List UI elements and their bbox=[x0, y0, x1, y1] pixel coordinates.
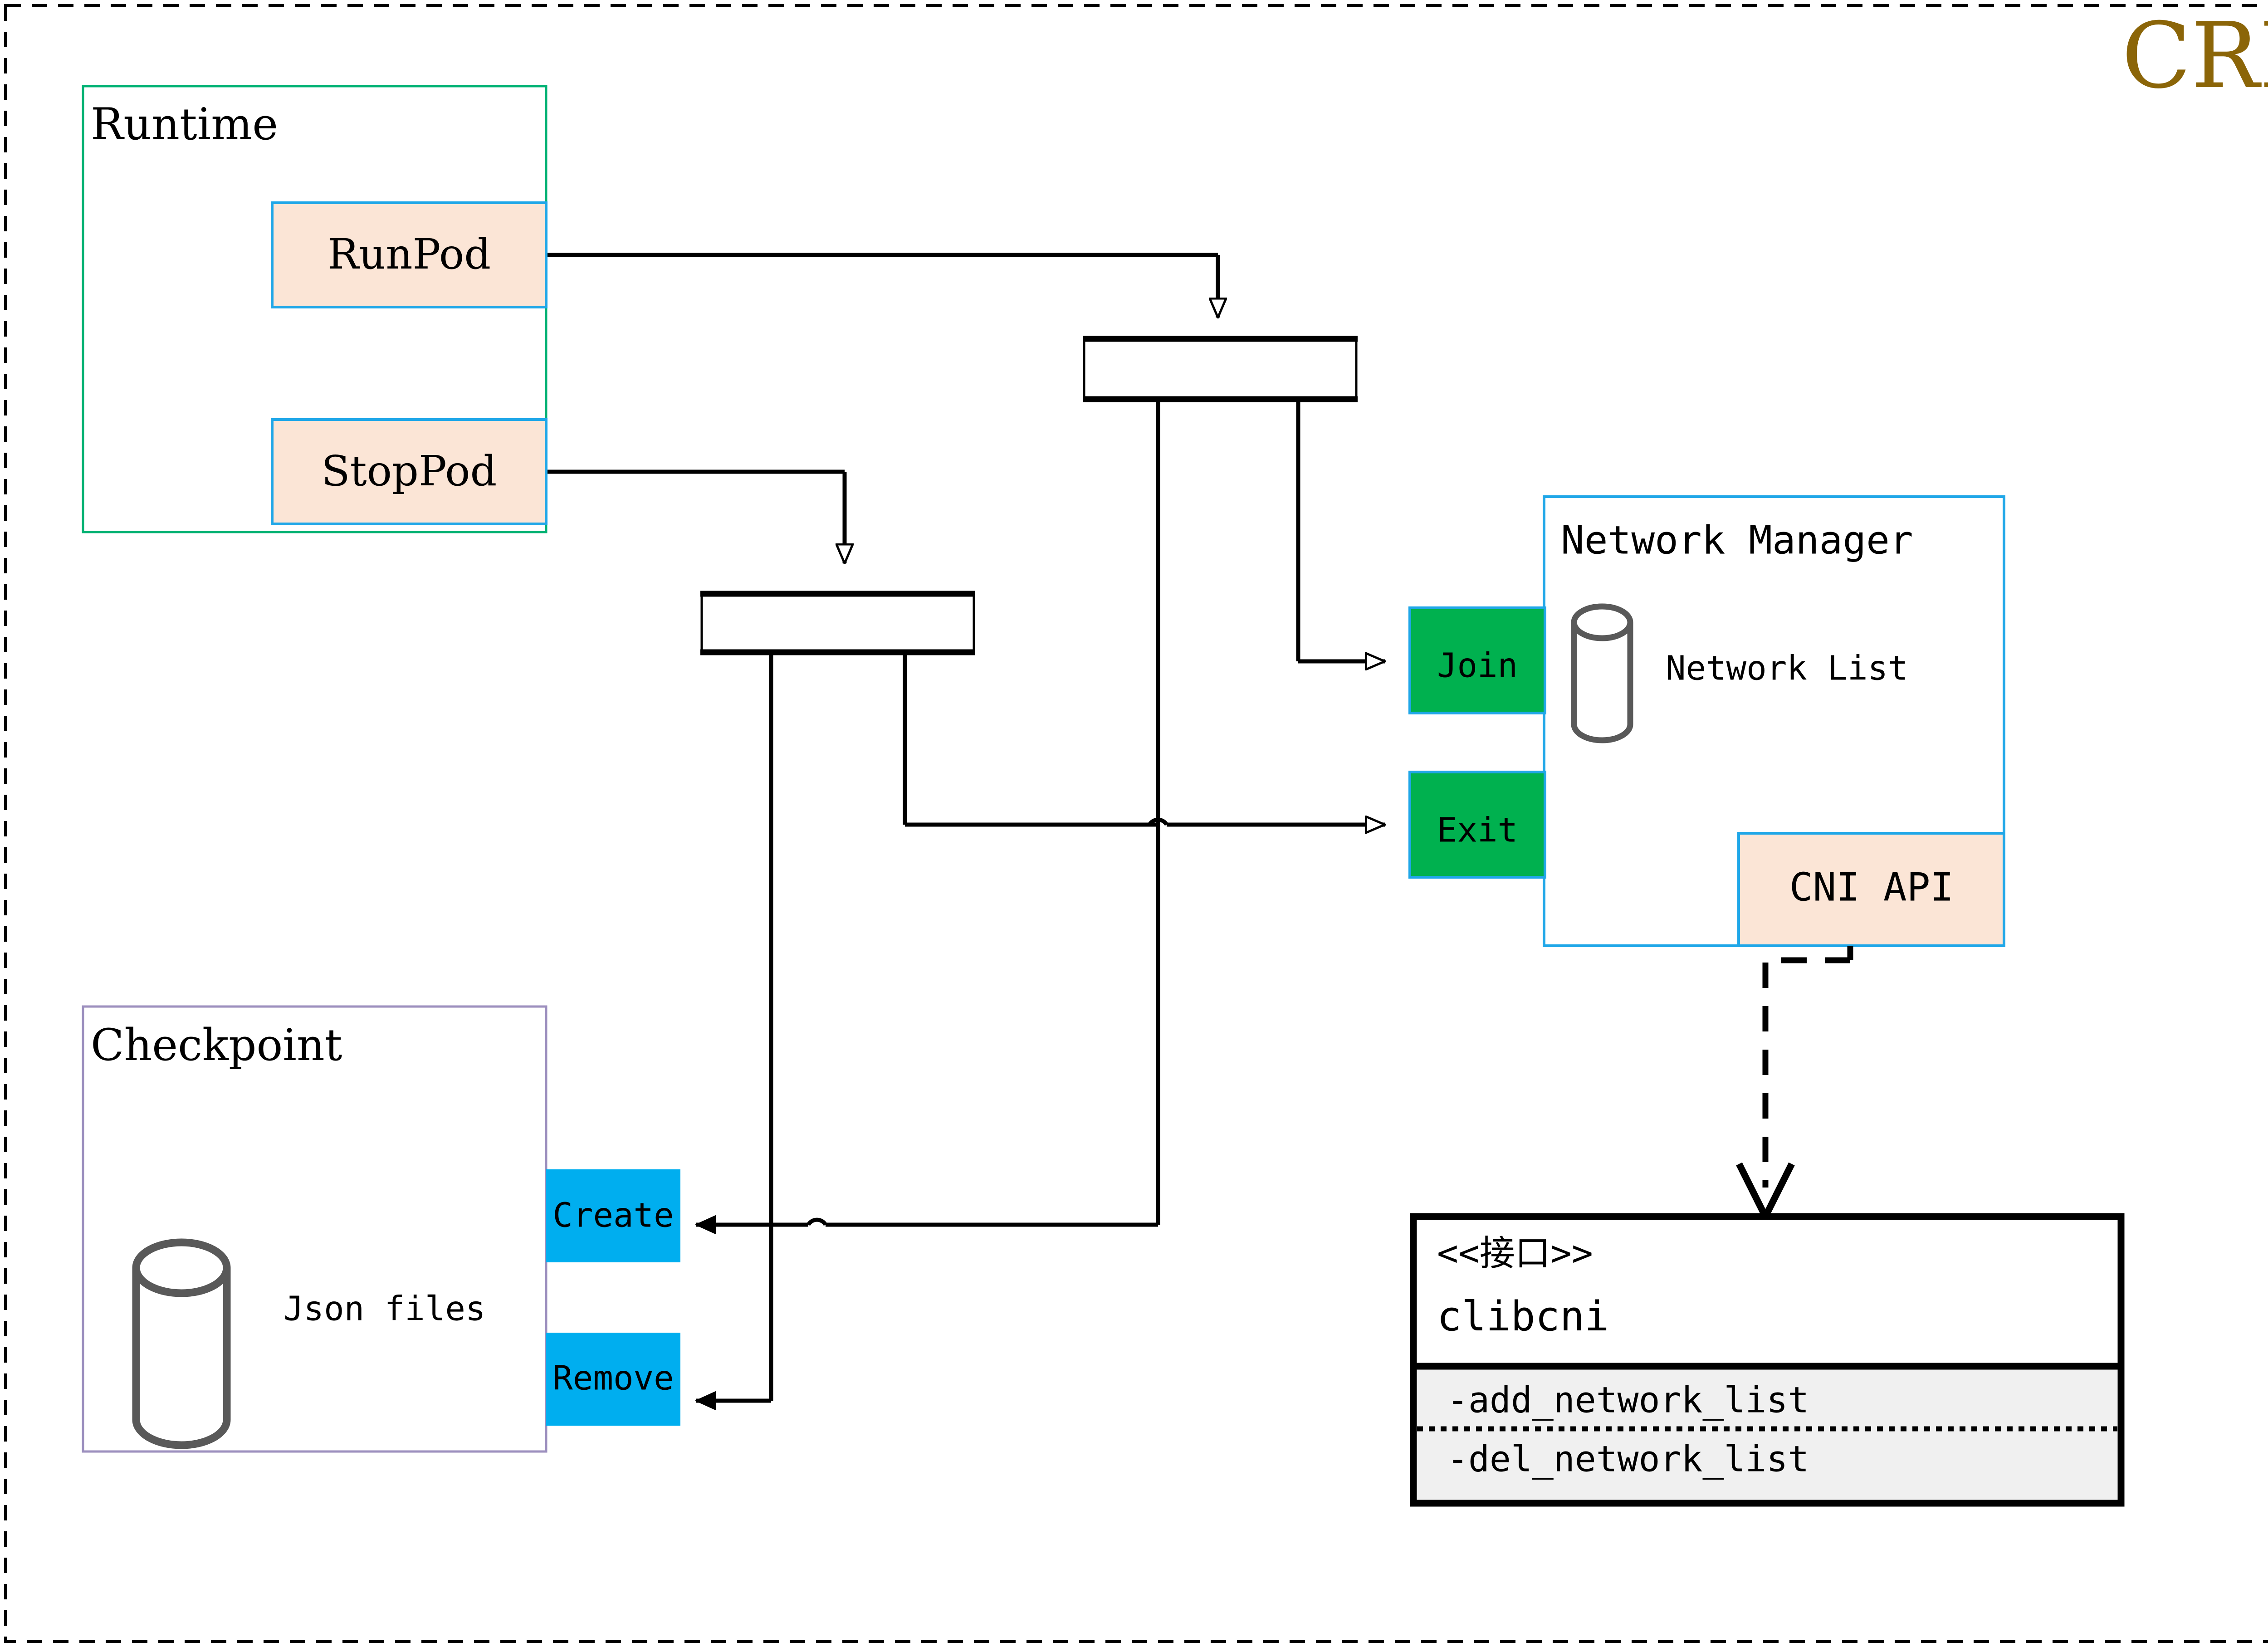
join-node[interactable]: Join bbox=[1408, 606, 1546, 714]
dependency-arrowhead-open bbox=[1736, 1162, 1795, 1224]
runpod-node[interactable]: RunPod bbox=[271, 201, 547, 308]
exit-node[interactable]: Exit bbox=[1408, 771, 1546, 879]
line-hop-create bbox=[807, 1217, 827, 1226]
cni-api-node[interactable]: CNI API bbox=[1737, 832, 2005, 947]
create-label: Create bbox=[552, 1196, 674, 1235]
clibcni-method-del: -del_network_list bbox=[1447, 1439, 1809, 1480]
stoppod-label: StopPod bbox=[322, 447, 497, 495]
fork-bar-upper bbox=[1083, 336, 1358, 402]
connector-lines bbox=[546, 253, 1385, 1401]
create-node[interactable]: Create bbox=[546, 1169, 680, 1262]
cni-api-label: CNI API bbox=[1789, 865, 1954, 910]
join-label: Join bbox=[1437, 646, 1518, 685]
dependency-cni-api-to-clibcni bbox=[1762, 946, 1853, 1188]
line-hop-exit bbox=[1148, 817, 1168, 826]
clibcni-name: clibcni bbox=[1437, 1293, 1609, 1340]
network-manager-group-label: Network Manager bbox=[1561, 518, 1913, 563]
clibcni-interface-node[interactable]: <<接口>> clibcni -add_network_list -del_ne… bbox=[1410, 1213, 2125, 1507]
checkpoint-group-label: Checkpoint bbox=[91, 1020, 342, 1070]
checkpoint-store-label: Json files bbox=[284, 1290, 486, 1329]
outer-boundary bbox=[4, 4, 2268, 1643]
clibcni-method-add: -add_network_list bbox=[1447, 1380, 1809, 1421]
exit-label: Exit bbox=[1437, 811, 1518, 850]
page-title: CRI bbox=[2121, 3, 2268, 109]
network-manager-store-label: Network List bbox=[1666, 649, 1908, 688]
fork-bar-lower bbox=[700, 591, 975, 655]
remove-label: Remove bbox=[552, 1359, 674, 1398]
stoppod-node[interactable]: StopPod bbox=[271, 418, 547, 525]
clibcni-stereotype: <<接口>> bbox=[1437, 1233, 1593, 1274]
remove-node[interactable]: Remove bbox=[546, 1333, 680, 1426]
runpod-label: RunPod bbox=[327, 230, 491, 279]
runtime-group-label: Runtime bbox=[91, 99, 278, 150]
network-manager-database-icon bbox=[1571, 603, 1633, 743]
checkpoint-database-icon bbox=[132, 1238, 231, 1449]
clibcni-method-compartment bbox=[1417, 1366, 2117, 1500]
